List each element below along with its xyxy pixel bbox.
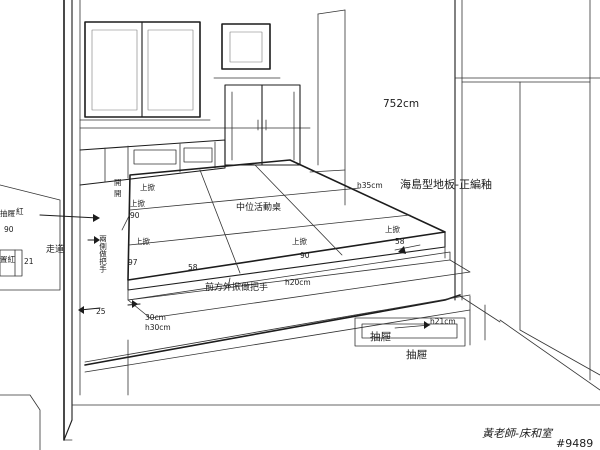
room-walls (63, 0, 600, 441)
right-built-in (317, 0, 600, 391)
base-cabinets (79, 139, 226, 186)
side-handle-text: 兩側做把手 (98, 235, 107, 274)
gap-label: h20cm (285, 278, 311, 287)
floor-height-label: h35cm (357, 181, 383, 190)
sheet-number-label: #9489 (556, 437, 593, 450)
panel-mid-label: 上掀 (292, 236, 307, 246)
dimension-marks (39, 213, 431, 329)
drawer-label: 抽屜 (370, 330, 391, 343)
wardrobe (224, 84, 301, 166)
panel-left-size: 97 (128, 258, 138, 267)
cab-left-label: 抽屜 (0, 208, 15, 218)
back-wall (79, 21, 311, 129)
room-width-label: 752cm (383, 98, 419, 110)
annotations: 752cm 海島型地板-正編釉 h35cm 上掀 90 上掀 中位活動桌 上掀 … (0, 98, 593, 450)
panel-right-size: 58 (395, 237, 405, 246)
floor-material-label: 海島型地板-正編釉 (400, 177, 492, 191)
side-open-label-2: 開 (114, 189, 122, 198)
side-handle-label: 兩側做把手 (98, 235, 107, 274)
panel-center-label: 中位活動桌 (236, 201, 281, 213)
signature-label: 黃老師-床和室 (482, 427, 554, 440)
panel-mid-size: 90 (300, 251, 310, 260)
step-depth-label: 30cm (145, 313, 166, 322)
front-handle-height: h30cm (145, 323, 171, 332)
panel-top-center-label: 上掀 (130, 198, 145, 208)
panel-left-label: 上掀 (135, 236, 150, 246)
left-edge-label-1: 紅 (16, 206, 24, 216)
walkway-label: 走道 (46, 243, 64, 255)
drawer-note-label: 抽屜 (406, 348, 427, 361)
panel-bottom-size: 58 (188, 263, 198, 272)
side-open-label: 開 (114, 178, 122, 187)
panel-top-left-size: 90 (130, 211, 140, 220)
cab-left-size: 90 (4, 225, 14, 234)
drawer-height-label: h21cm (430, 317, 456, 326)
left-edge-label-3: 21 (24, 257, 34, 266)
panel-top-left-label: 上掀 (140, 182, 155, 192)
left-edge-label-2: 置紅 (0, 254, 15, 264)
front-handle-label: 前方外掀做把手 (205, 281, 268, 293)
panel-right-label: 上掀 (385, 224, 400, 234)
left-margin-label: 25 (96, 307, 106, 316)
left-side-cabinet (0, 184, 61, 450)
tatami-platform (84, 159, 501, 396)
